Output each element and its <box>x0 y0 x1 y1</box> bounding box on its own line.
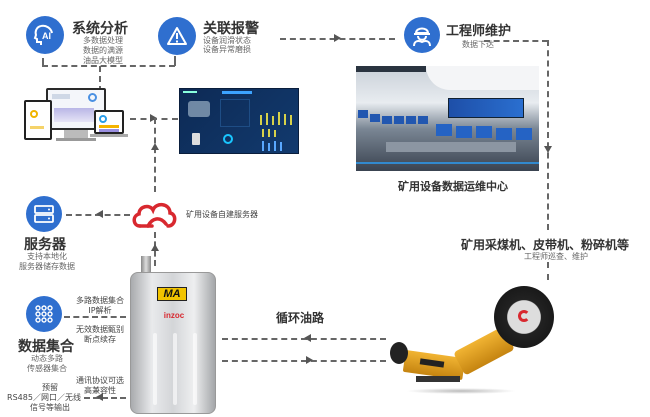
oil-loop-label: 循环油路 <box>276 311 325 325</box>
connector <box>99 66 101 92</box>
system-analysis-title: 系统分析 <box>72 21 128 37</box>
cloud-icon <box>130 198 178 230</box>
grid-nodes-icon <box>26 296 62 332</box>
server-line-1: 支持本地化 <box>27 252 67 261</box>
output-label-2: RS485／网口／无线 <box>7 393 81 402</box>
arrow-right-icon <box>306 356 313 364</box>
multi-device-mockup <box>24 88 134 150</box>
brand-logo: inzoc <box>163 311 185 320</box>
oil-loop-supply-line <box>222 360 386 362</box>
data-collection-line-1: 动态多路 <box>31 354 63 363</box>
arrow-up-icon <box>151 143 159 150</box>
connector <box>547 262 549 280</box>
warning-triangle-icon <box>158 17 196 55</box>
system-analysis-line-1: 多数据处理 <box>83 36 123 45</box>
connector <box>484 40 548 42</box>
arrow-up-icon <box>151 244 159 251</box>
alarm-line-2: 设备异常磨损 <box>203 45 251 54</box>
svg-text:AI: AI <box>42 31 51 41</box>
collector-label-top-2: IP解析 <box>88 306 112 315</box>
mining-equipment-title: 矿用采煤机、皮带机、粉碎机等 <box>461 238 630 252</box>
server-line-2: 服务器储存数据 <box>19 262 75 271</box>
antenna <box>141 256 151 276</box>
arrow-left-icon <box>304 334 311 342</box>
arrow-right-icon <box>150 114 157 122</box>
collector-label-top-1: 多路数据集合 <box>76 296 124 305</box>
system-analysis-line-2: 数据的满源 <box>83 46 123 55</box>
output-label-3: 信号等输出 <box>30 403 70 412</box>
red-logo-icon <box>518 310 530 322</box>
ops-center-caption: 矿用设备数据运维中心 <box>398 180 508 193</box>
engineer-title: 工程师维护 <box>446 24 512 39</box>
collector-label-mid-1: 无效数据甄别 <box>76 325 124 334</box>
connector <box>84 397 126 399</box>
collector-label-bottom-1: 通讯协议可选 <box>76 376 124 385</box>
arrow-right-icon <box>334 34 341 42</box>
connector <box>174 56 176 66</box>
system-analysis-line-3: 油品大模型 <box>83 56 123 65</box>
cloud-label: 矿用设备自建服务器 <box>186 210 258 219</box>
connector <box>42 65 175 67</box>
output-label-1: 预留 <box>42 383 58 392</box>
data-collection-line-2: 传感器集合 <box>27 364 67 373</box>
dashboard-screen <box>179 88 299 154</box>
connector <box>154 118 156 192</box>
server-title: 服务器 <box>24 237 66 253</box>
collector-device: MA inzoc <box>130 272 216 414</box>
connector <box>64 316 126 318</box>
connector <box>547 40 549 230</box>
engineer-line-1: 数据下达 <box>462 40 494 49</box>
alarm-title: 关联报警 <box>203 21 259 37</box>
shearer-machine <box>386 276 566 396</box>
connector <box>42 58 44 66</box>
arrow-left-icon <box>96 210 103 218</box>
arrow-left-icon <box>96 393 103 401</box>
collector-label-bottom-2: 高兼容性 <box>84 386 116 395</box>
data-collection-title: 数据集合 <box>18 339 74 355</box>
mining-equipment-sub: 工程师巡查、维护 <box>524 252 588 261</box>
alarm-line-1: 设备润滑状态 <box>203 36 251 45</box>
ops-center-photo <box>356 66 539 171</box>
ai-head-icon: AI <box>26 16 64 54</box>
collector-label-mid-2: 断点续存 <box>84 335 116 344</box>
ma-badge: MA <box>157 287 187 301</box>
server-icon <box>26 196 62 232</box>
arrow-down-icon <box>544 146 552 153</box>
engineer-helmet-icon <box>404 17 440 53</box>
